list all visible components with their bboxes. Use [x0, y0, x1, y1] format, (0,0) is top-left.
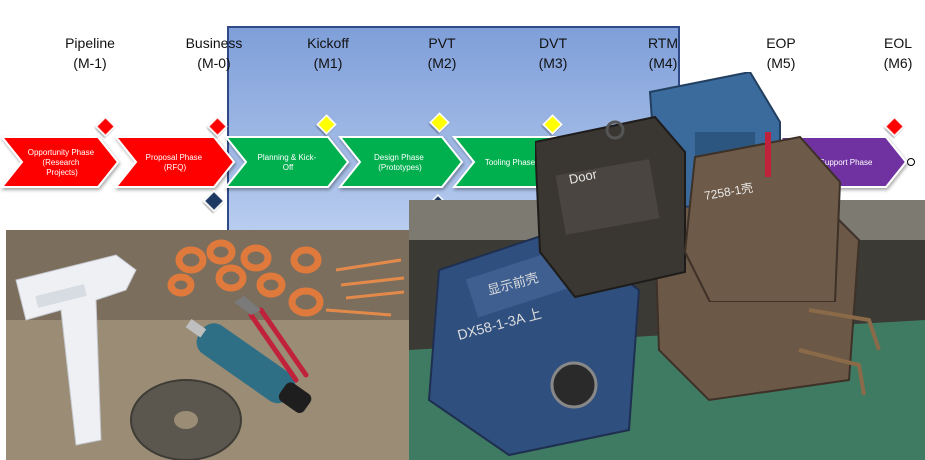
milestone-pvt: PVT (M2) — [397, 33, 487, 73]
orange-pins-icon — [325, 258, 405, 317]
tooling-phase-label: Tooling Phase — [485, 158, 536, 167]
milestone-pipeline: Pipeline (M-1) — [45, 33, 135, 73]
timeline-end-marker — [907, 158, 915, 166]
support-phase-label: Support Phase — [820, 158, 873, 167]
milestone-code: (M-1) — [73, 55, 107, 71]
workbench-illustration — [6, 230, 409, 460]
planning-phase-label: Planning & Kick- Off — [258, 153, 319, 172]
milestone-code: (M4) — [648, 55, 678, 71]
mold-label: Door — [568, 166, 599, 187]
opportunity-phase-label: Opportunity Phase (Research Projects) — [28, 148, 97, 177]
diamond-yellow-icon — [429, 112, 450, 133]
proposal-phase-label: Proposal Phase (RFQ) — [146, 153, 205, 172]
diamond-red-icon — [95, 116, 116, 137]
milestone-name: Pipeline — [65, 35, 115, 51]
milestone-code: (M2) — [427, 55, 457, 71]
molds-top-illustration: Door 7258-1壳 — [535, 72, 842, 302]
pliers-icon — [248, 307, 309, 383]
milestone-name: Kickoff — [307, 35, 349, 51]
milestone-dvt: DVT (M3) — [508, 33, 598, 73]
opportunity-phase-chevron — [0, 136, 120, 188]
design-phase-label: Design Phase (Prototypes) — [374, 153, 426, 172]
diamond-red-icon — [884, 116, 905, 137]
milestone-eol: EOL (M6) — [853, 33, 925, 73]
orange-rings-icon — [167, 239, 324, 317]
rotary-tool-icon — [185, 319, 312, 413]
proposal-phase-chevron — [113, 136, 236, 188]
milestone-code: (M1) — [313, 55, 343, 71]
milestone-name: Business — [185, 35, 243, 51]
milestone-name: DVT — [539, 35, 567, 51]
workbench-photo — [6, 230, 409, 460]
milestone-name: EOP — [766, 35, 796, 51]
diamond-yellow-icon — [316, 114, 337, 135]
design-phase-chevron — [337, 136, 464, 188]
milestone-name: EOL — [883, 35, 912, 51]
milestone-kickoff: Kickoff (M1) — [283, 33, 373, 73]
milestone-business: Business (M-0) — [169, 33, 259, 73]
milestone-code: (M6) — [883, 55, 913, 71]
milestone-name: RTM — [647, 35, 679, 51]
planning-phase-chevron — [223, 136, 350, 188]
rusty-mold-top-icon — [683, 135, 842, 302]
diamond-navy-icon — [203, 190, 225, 212]
milestone-code: (M5) — [766, 55, 796, 71]
milestone-code: (M3) — [538, 55, 568, 71]
diamond-red-icon — [207, 116, 228, 137]
diamond-yellow-icon — [542, 114, 563, 135]
milestone-rtm: RTM (M4) — [618, 33, 708, 73]
molds-top-photo: Door 7258-1壳 — [535, 72, 845, 302]
milestone-code: (M-0) — [197, 55, 231, 71]
milestone-name: PVT — [428, 35, 456, 51]
milestone-eop: EOP (M5) — [736, 33, 826, 73]
